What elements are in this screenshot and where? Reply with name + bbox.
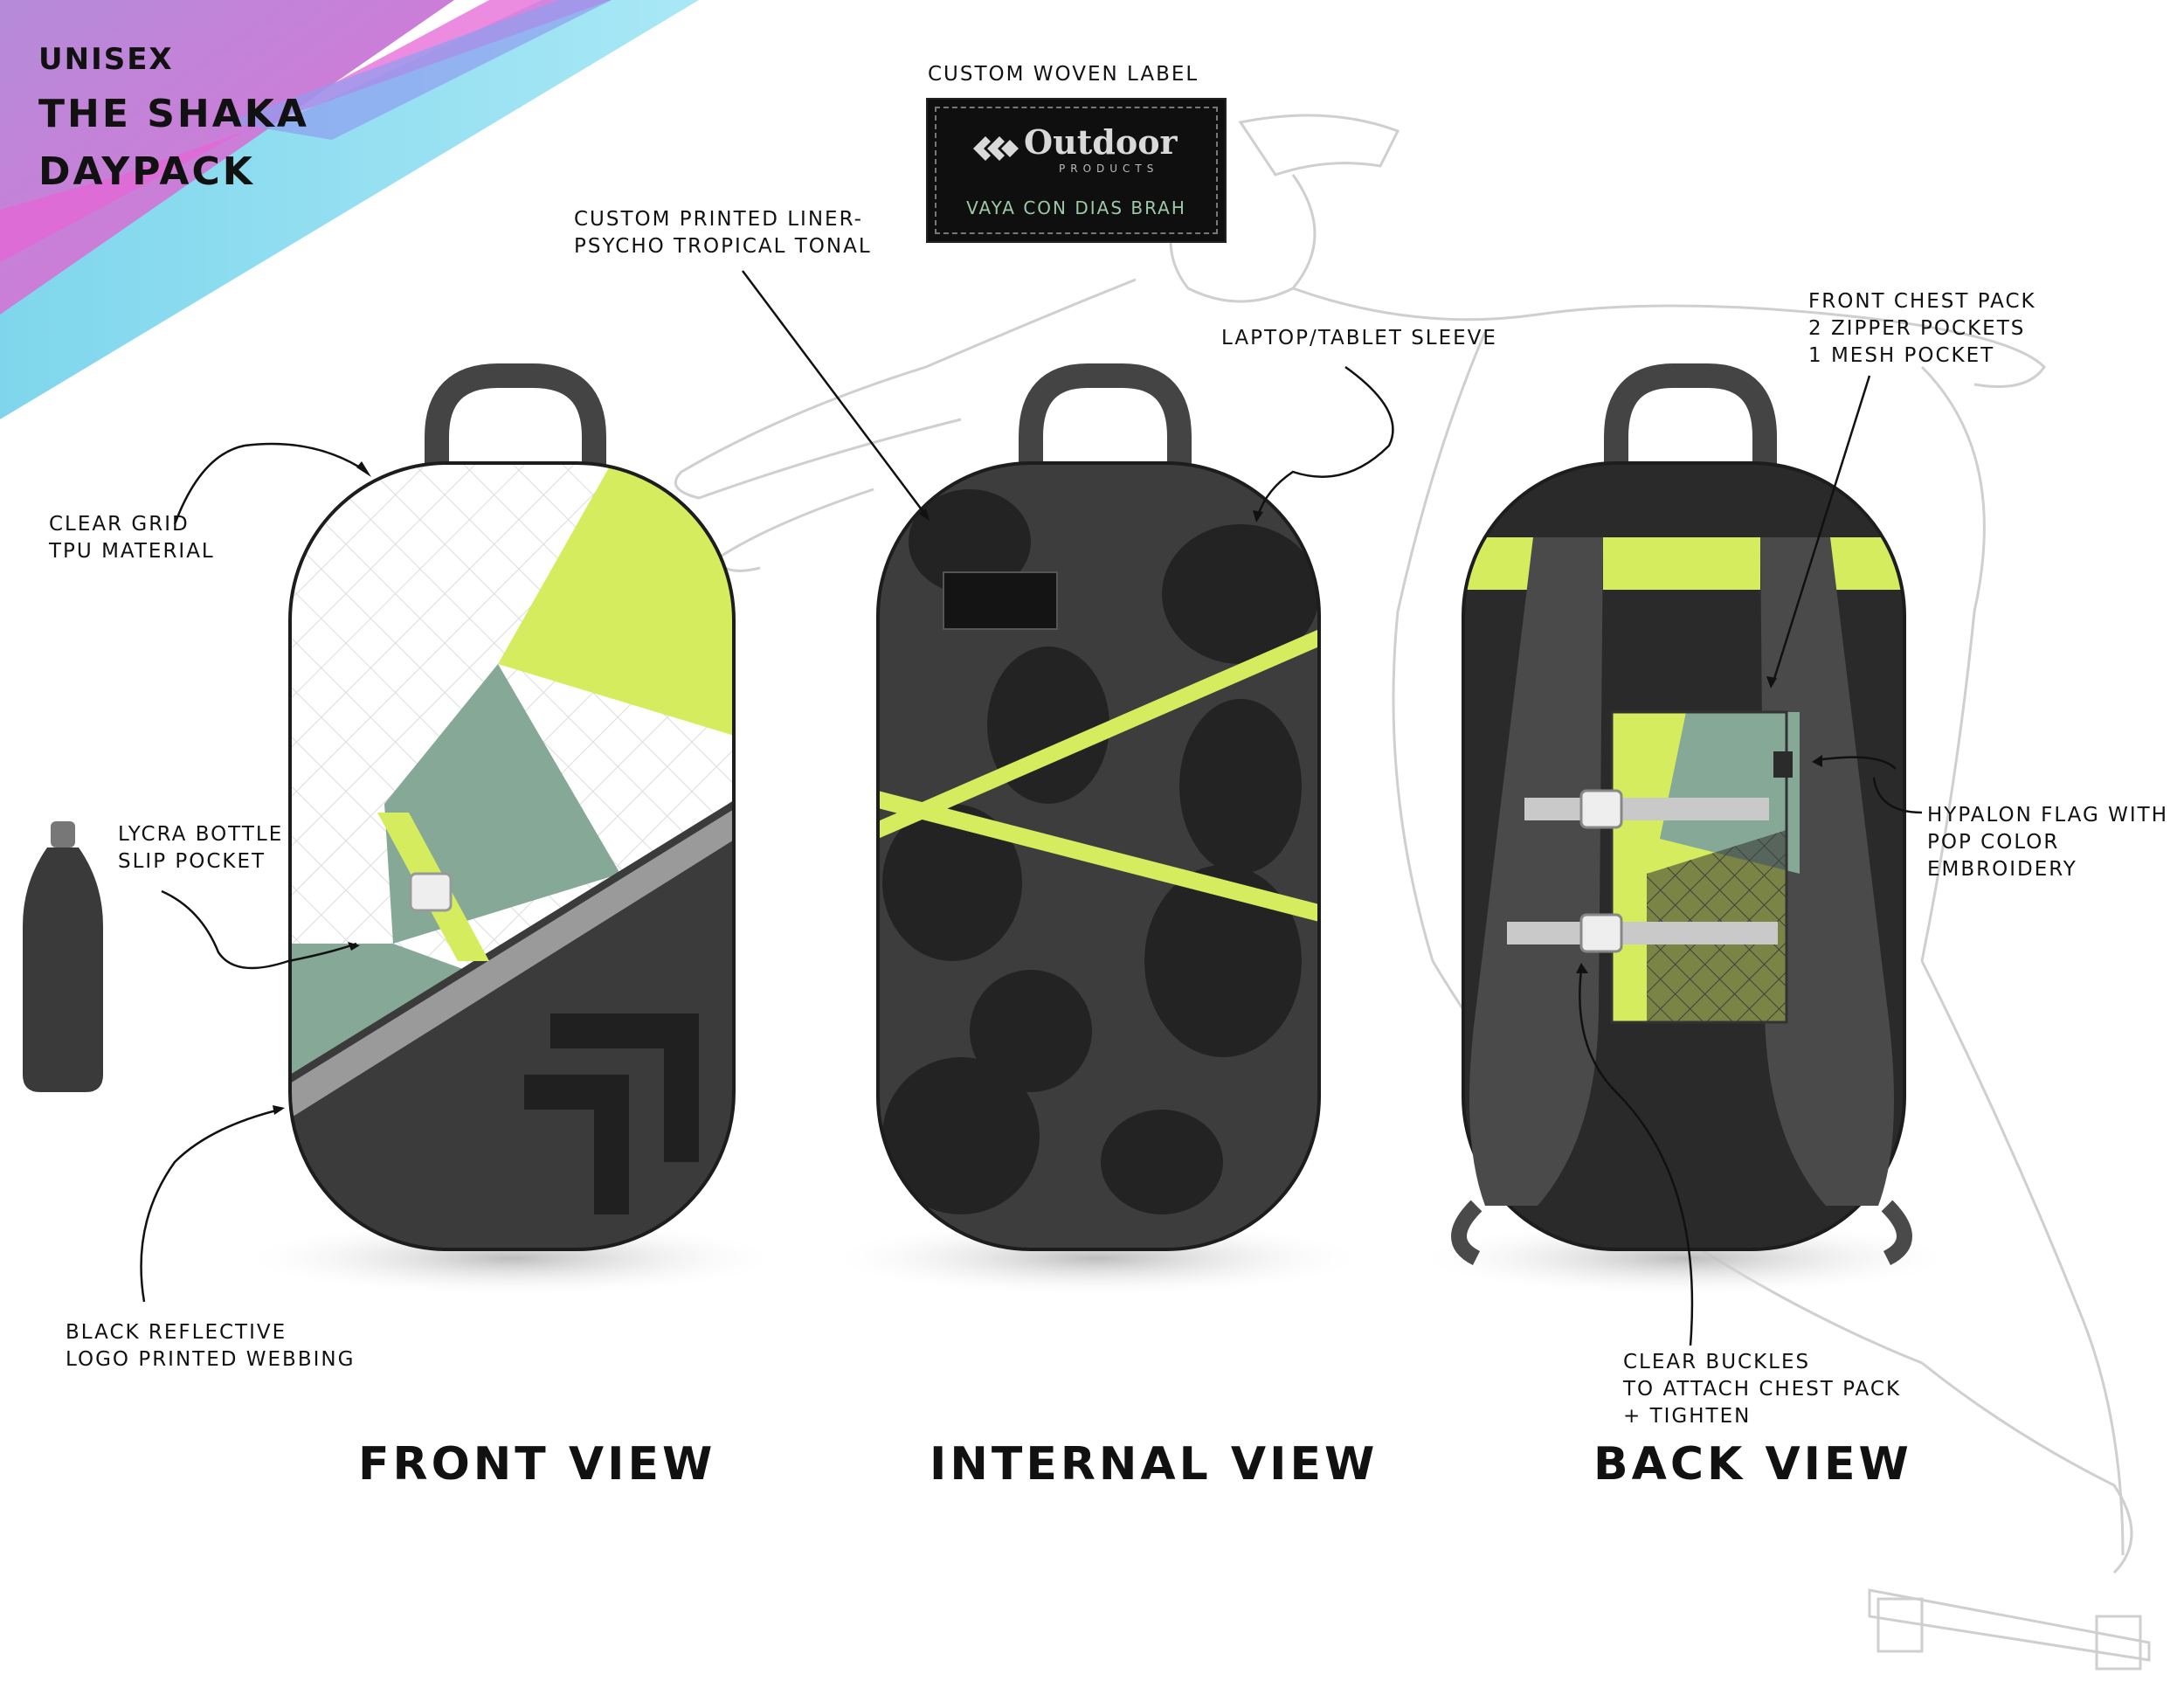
gradient-purple-band: [0, 0, 454, 315]
internal-woven-label: [943, 571, 1058, 630]
brand-chevron-icon: [973, 136, 1019, 161]
callout-clear-grid: CLEAR GRID TPU MATERIAL: [49, 513, 215, 563]
gradient-cyan-band: [0, 0, 699, 419]
internal-lime-band-lower: [878, 791, 1319, 922]
callout-printed-liner: CUSTOM PRINTED LINER- PSYCHO TROPICAL TO…: [574, 208, 872, 258]
back-clear-buckle-bottom: [1507, 922, 1778, 944]
internal-view-title: INTERNAL VIEW: [930, 1438, 1379, 1491]
woven-label-caption: CUSTOM WOVEN LABEL: [928, 63, 1199, 86]
front-logo-mark: [524, 1013, 699, 1214]
callout-bottle-pocket: LYCRA BOTTLE SLIP POCKET: [118, 823, 284, 873]
back-strap-loop-left: [1451, 1200, 1482, 1266]
back-shoulder-strap-left: [1469, 537, 1603, 1206]
front-clear-buckle: [409, 872, 453, 912]
front-view-title: FRONT VIEW: [358, 1438, 716, 1491]
back-ground-shadow: [1424, 1221, 1948, 1295]
woven-label-swatch: Outdoor PRODUCTS VAYA CON DIAS BRAH: [926, 98, 1227, 243]
woven-label-brand-sub: PRODUCTS: [1059, 163, 1159, 175]
internal-handle: [1019, 363, 1192, 476]
back-view-title: BACK VIEW: [1593, 1438, 1912, 1491]
hypalon-flag: [1773, 751, 1793, 778]
callout-chest-pack: FRONT CHEST PACK 2 ZIPPER POCKETS 1 MESH…: [1808, 290, 2036, 367]
callout-reflective-webbing: BLACK REFLECTIVE LOGO PRINTED WEBBING: [66, 1321, 356, 1371]
front-reflective-webbing: [290, 804, 734, 1118]
back-strap-loop-right: [1881, 1200, 1912, 1266]
front-handle: [425, 363, 606, 476]
back-lime-band-center: [1603, 537, 1760, 590]
back-handle: [1604, 363, 1777, 476]
callout-clear-buckles: CLEAR BUCKLES TO ATTACH CHEST PACK + TIG…: [1623, 1351, 1902, 1428]
unisex-label: UNISEX: [38, 42, 174, 77]
tropical-leaf-print: [882, 489, 1319, 1214]
callout-hypalon-flag: HYPALON FLAG WITH POP COLOR EMBROIDERY: [1927, 804, 2168, 881]
woven-label-brand: Outdoor: [1024, 122, 1178, 162]
woven-label-tagline: VAYA CON DIAS BRAH: [966, 197, 1186, 218]
back-clear-buckle-top: [1524, 798, 1769, 820]
callout-laptop-sleeve: LAPTOP/TABLET SLEEVE: [1221, 327, 1497, 349]
front-ground-shadow: [250, 1221, 774, 1295]
internal-ground-shadow: [835, 1221, 1359, 1295]
internal-lime-band-upper: [878, 629, 1319, 839]
back-shoulder-strap-right: [1760, 537, 1894, 1206]
front-sage-panel-left: [290, 944, 489, 1075]
front-chest-pack: [1610, 710, 1800, 1024]
front-charcoal-panel: [290, 795, 734, 1249]
page-title-line1: THE SHAKA: [38, 92, 309, 136]
page-title-line2: DAYPACK: [38, 149, 255, 194]
gradient-blue-band: [227, 0, 612, 140]
